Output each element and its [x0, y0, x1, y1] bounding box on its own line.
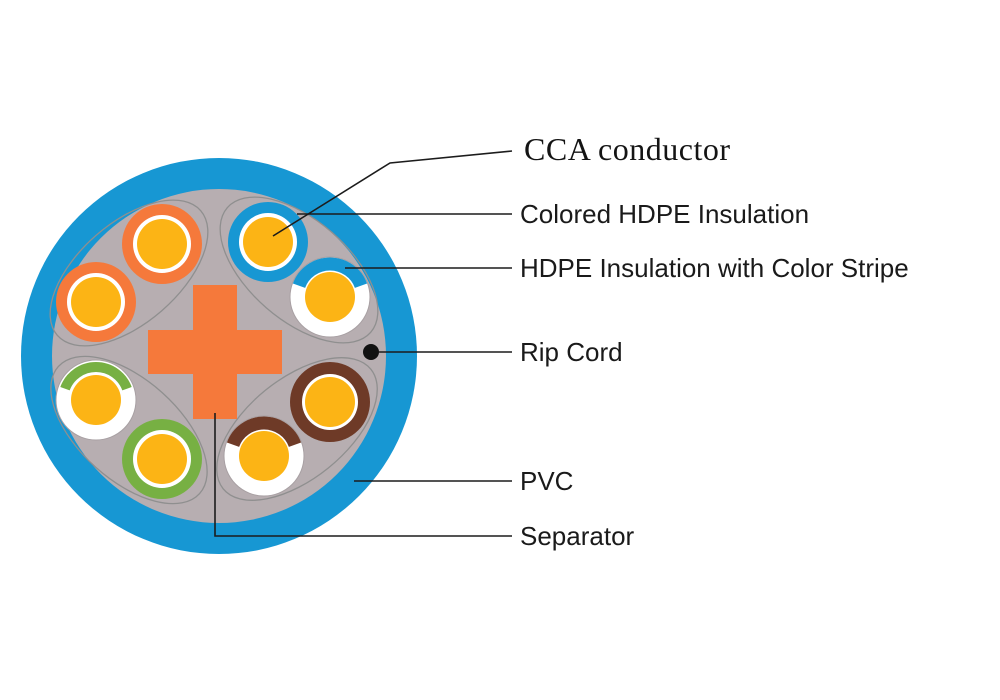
- cca-conductor-core: [137, 434, 187, 484]
- label-cca-conductor: CCA conductor: [524, 131, 731, 167]
- separator-cross: [148, 285, 282, 419]
- cca-conductor-core: [305, 272, 355, 322]
- leader-line-cca-conductor: [272, 150, 513, 237]
- conductor-white-blue-stripe: [289, 256, 371, 338]
- label-rip-cord: Rip Cord: [520, 337, 623, 367]
- color-stripe-blue: [292, 257, 368, 289]
- cca-conductor-core: [243, 217, 293, 267]
- label-hdpe-insulation-color-stripe: HDPE Insulation with Color Stripe: [520, 253, 909, 283]
- cca-conductor-core: [71, 277, 121, 327]
- pair-wrap-bottom-right: [216, 357, 378, 501]
- conductor-white-green-stripe: [55, 359, 137, 441]
- conductor-brown-solid: [290, 362, 370, 442]
- rip-cord-dot: [363, 344, 379, 360]
- label-pvc: PVC: [520, 466, 574, 496]
- conductor-green-solid: [122, 419, 202, 499]
- color-stripe-brown: [226, 416, 302, 448]
- pair-wrap-top-right: [219, 196, 379, 344]
- conductor-blue-solid: [228, 202, 308, 282]
- label-colored-hdpe-insulation: Colored HDPE Insulation: [520, 199, 810, 229]
- color-stripe-green: [60, 362, 132, 391]
- conductor-orange-solid-2: [56, 262, 136, 342]
- cca-conductor-core: [239, 431, 289, 481]
- cca-conductor-core: [137, 219, 187, 269]
- leader-line-separator: [214, 413, 512, 537]
- cca-conductor-core: [71, 375, 121, 425]
- pair-wrap-bottom-left: [50, 355, 208, 505]
- pair-wrap-top-left: [49, 199, 209, 347]
- conductor-white-brown-stripe: [223, 415, 305, 497]
- label-separator: Separator: [520, 521, 635, 551]
- cca-conductor-core: [305, 377, 355, 427]
- conductor-orange-solid: [122, 204, 202, 284]
